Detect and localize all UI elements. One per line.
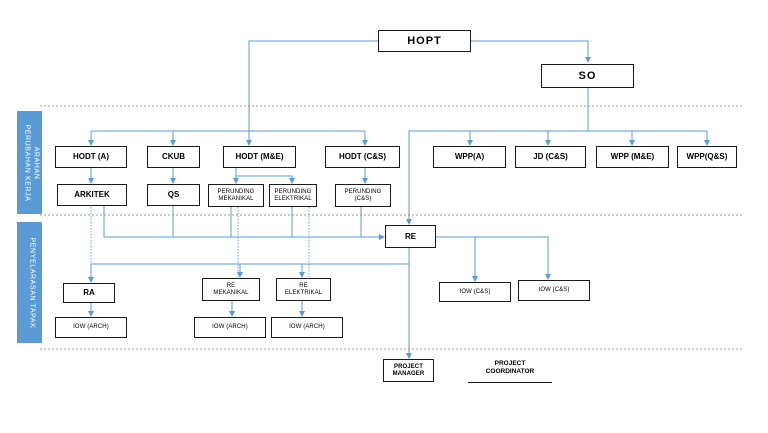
node-qs: QS: [147, 184, 200, 206]
node-re-mekanikal: RE MEKANIKAL: [202, 278, 260, 301]
node-iow-arch-1: IOW (ARCH): [55, 317, 127, 338]
node-project-coordinator: PROJECT COORDINATOR: [468, 360, 552, 383]
node-hopt: HOPT: [378, 30, 471, 52]
node-wpp-a: WPP(A): [433, 146, 506, 168]
band-label-arahan: ARAHAN PERUBAHAN KERJA: [23, 124, 40, 202]
band-penyelarasan-tapak: PENYELARASAN TAPAK: [17, 222, 42, 343]
node-iow-arch-2: IOW (ARCH): [194, 317, 266, 338]
node-perunding-mekanikal: PERUNDING MEKANIKAL: [208, 184, 264, 207]
node-perunding-elektrikal: PERUNDING ELEKTRIKAL: [269, 184, 317, 207]
node-re-elektrikal: RE ELEKTRIKAL: [276, 278, 331, 301]
node-re: RE: [385, 225, 436, 248]
node-project-manager: PROJECT MANAGER: [383, 359, 434, 382]
node-arkitek: ARKITEK: [57, 184, 127, 206]
node-iow-cs-1: IOW (C&S): [439, 282, 511, 302]
node-iow-cs-2: IOW (C&S): [518, 280, 590, 301]
connector-re-iow-bus: [436, 236, 551, 280]
band-arahan-perubahan-kerja: ARAHAN PERUBAHAN KERJA: [17, 111, 42, 214]
node-perunding-cs: PERUNDING (C&S): [335, 184, 391, 207]
connector-hodt-me-perunding: [235, 168, 295, 184]
node-hodt-me: HODT (M&E): [223, 146, 296, 168]
connector-hopt-left: [248, 40, 378, 131]
node-jd-cs: JD (C&S): [515, 146, 586, 168]
node-ra: RA: [63, 283, 115, 303]
band-label-penyelarasan: PENYELARASAN TAPAK: [28, 237, 36, 329]
node-wpp-me: WPP (M&E): [596, 146, 669, 168]
connector-hopt-so: [471, 40, 591, 63]
node-hodt-a: HODT (A): [55, 146, 127, 168]
connector-arkitek-re: [103, 206, 385, 240]
node-ckub: CKUB: [147, 146, 200, 168]
node-iow-arch-3: IOW (ARCH): [271, 317, 343, 338]
node-hodt-cs: HODT (C&S): [325, 146, 400, 168]
node-wpp-qs: WPP(Q&S): [677, 146, 737, 168]
node-so: SO: [541, 64, 634, 88]
